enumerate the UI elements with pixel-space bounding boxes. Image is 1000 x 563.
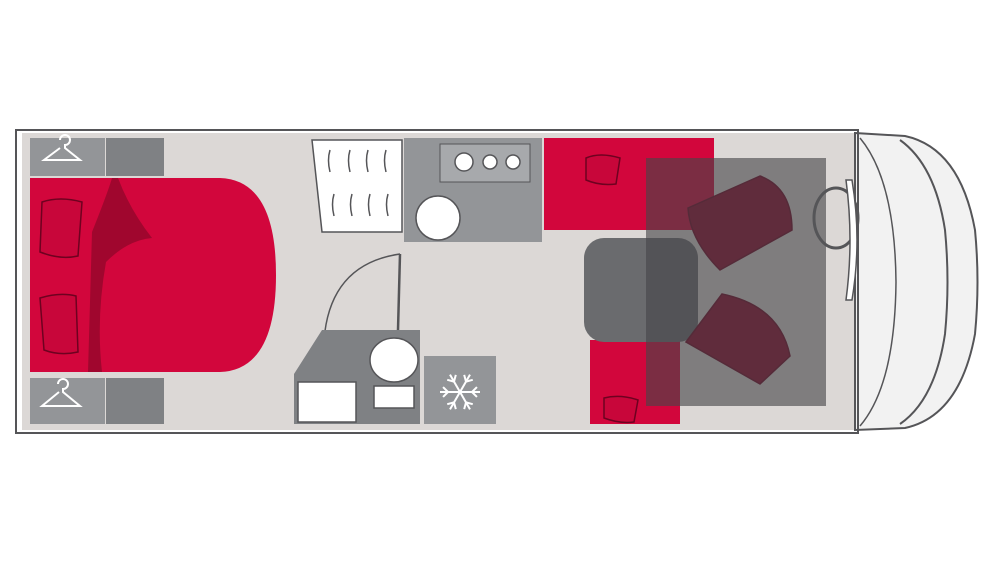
swivel-zone-overlay (646, 158, 826, 406)
wardrobe-top-side (106, 138, 164, 176)
steering-wheel (812, 186, 860, 250)
dashboard-panel (845, 179, 858, 301)
cab-front (854, 131, 979, 432)
dashboard-outline (859, 137, 897, 427)
pillow-top (39, 198, 83, 259)
cushion-top (585, 154, 621, 186)
hob-burner-right (505, 154, 521, 170)
shelf-vent-slats (327, 149, 389, 217)
sink (415, 195, 461, 241)
kitchen (311, 138, 542, 242)
rear-bedroom (30, 134, 276, 424)
shower-tray (297, 381, 357, 423)
kitchen-shelf (311, 139, 403, 233)
cushion-bottom (603, 395, 639, 424)
wardrobe-bottom-side (106, 378, 164, 424)
bed-cover-fold (88, 178, 152, 372)
body-outline (15, 129, 859, 434)
snowflake-icon (440, 374, 480, 410)
pillow-bottom (39, 293, 79, 355)
toilet-cistern (373, 385, 415, 409)
lounge (544, 138, 826, 424)
hob-burner-left (454, 152, 474, 172)
cab-controls (812, 179, 860, 301)
hob-burner-middle (482, 154, 498, 170)
washroom-wall (396, 253, 402, 331)
coat-hanger-icon (41, 134, 83, 161)
windscreen (899, 139, 949, 425)
toilet (369, 337, 419, 383)
coat-hanger-icon (39, 378, 83, 407)
washroom-door-arc (323, 253, 401, 341)
